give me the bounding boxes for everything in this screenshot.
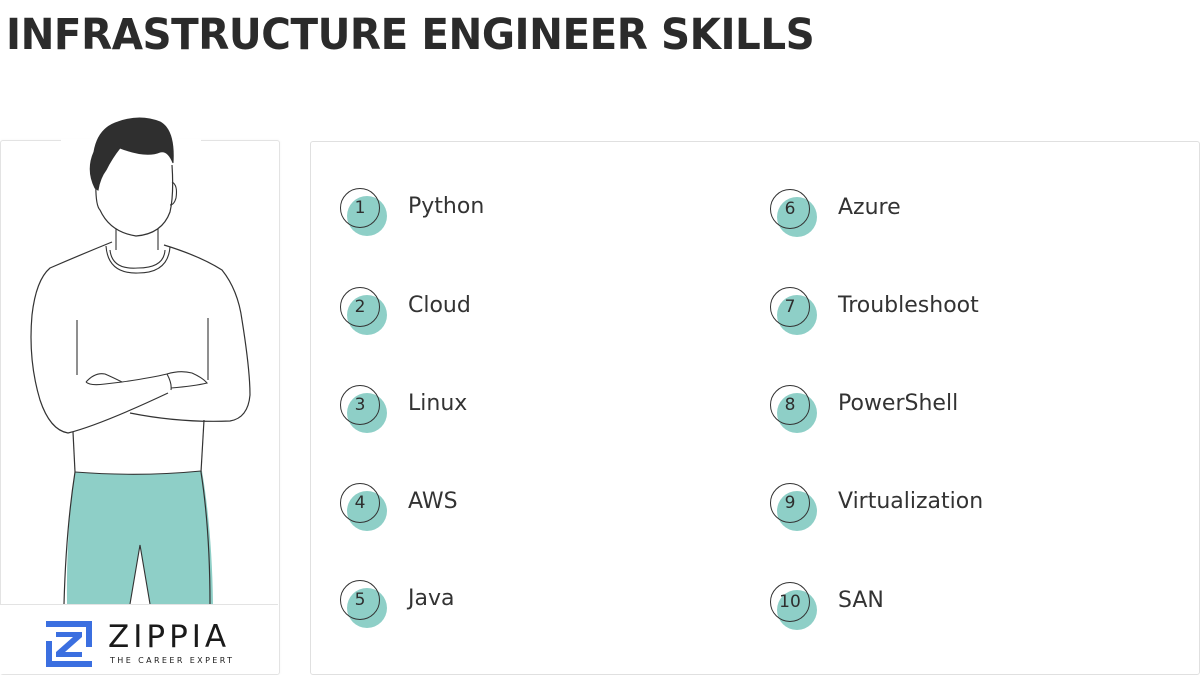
- skill-item-2: 2 Cloud: [340, 287, 720, 337]
- number-badge: 4: [340, 483, 390, 533]
- skill-label: SAN: [838, 588, 884, 613]
- number-badge: 2: [340, 287, 390, 337]
- number-badge: 1: [340, 188, 390, 238]
- skill-item-5: 5 Java: [340, 580, 720, 630]
- skill-item-10: 10 SAN: [770, 582, 1150, 632]
- number-badge: 6: [770, 189, 820, 239]
- number-badge: 9: [770, 483, 820, 533]
- skill-label: Java: [408, 586, 455, 611]
- number-badge: 5: [340, 580, 390, 630]
- skill-label: Virtualization: [838, 489, 984, 514]
- number-badge: 7: [770, 287, 820, 337]
- skill-item-7: 7 Troubleshoot: [770, 287, 1150, 337]
- skill-label: Azure: [838, 195, 901, 220]
- person-arms-crossed-illustration: [30, 117, 251, 605]
- number-badge: 3: [340, 385, 390, 435]
- brand-footer: ZIPPIA THE CAREER EXPERT: [0, 604, 278, 674]
- number-badge: 8: [770, 385, 820, 435]
- skill-label: Python: [408, 194, 485, 219]
- brand-name: ZIPPIA: [108, 619, 231, 655]
- skill-item-9: 9 Virtualization: [770, 483, 1150, 533]
- brand-tagline: THE CAREER EXPERT: [110, 656, 235, 665]
- skill-label: PowerShell: [838, 391, 959, 416]
- page-title: INFRASTRUCTURE ENGINEER SKILLS: [6, 10, 815, 60]
- skill-item-1: 1 Python: [340, 188, 720, 238]
- skill-label: Linux: [408, 391, 468, 416]
- skill-label: Troubleshoot: [838, 293, 979, 318]
- skill-label: Cloud: [408, 293, 471, 318]
- skill-item-8: 8 PowerShell: [770, 385, 1150, 435]
- skill-item-3: 3 Linux: [340, 385, 720, 435]
- skills-card: [310, 141, 1200, 675]
- number-badge: 10: [770, 582, 820, 632]
- skill-label: AWS: [408, 489, 458, 514]
- skill-item-4: 4 AWS: [340, 483, 720, 533]
- skill-item-6: 6 Azure: [770, 189, 1150, 239]
- zippia-z-logo-icon: [46, 621, 92, 667]
